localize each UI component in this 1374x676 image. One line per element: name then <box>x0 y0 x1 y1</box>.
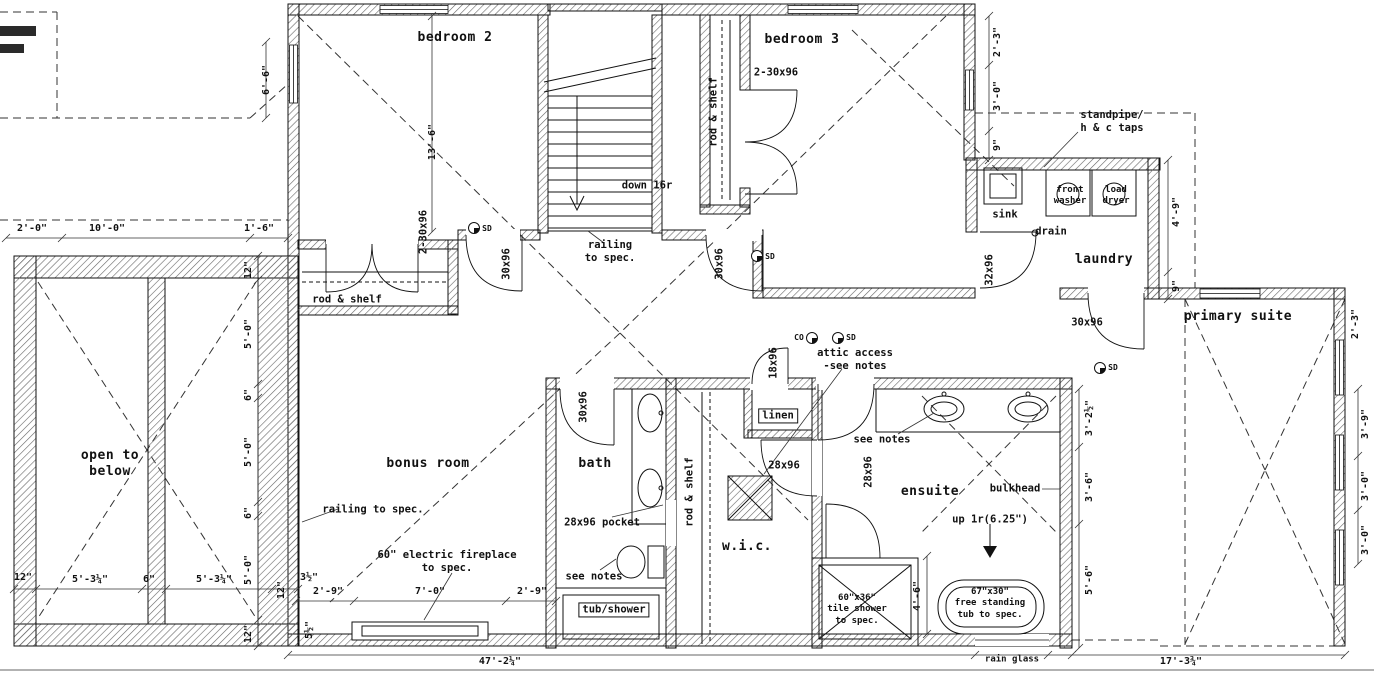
fixtures-layer <box>302 20 1137 647</box>
dimension-lines <box>0 11 1374 671</box>
walls-layer <box>13 3 1346 649</box>
windows-layer <box>289 5 1344 641</box>
detector-symbols <box>468 222 1106 374</box>
leader-lines <box>301 131 1079 621</box>
door-swings <box>325 89 1145 559</box>
fireplace-fixture <box>351 546 997 641</box>
sheet-edge-marks <box>0 26 36 53</box>
